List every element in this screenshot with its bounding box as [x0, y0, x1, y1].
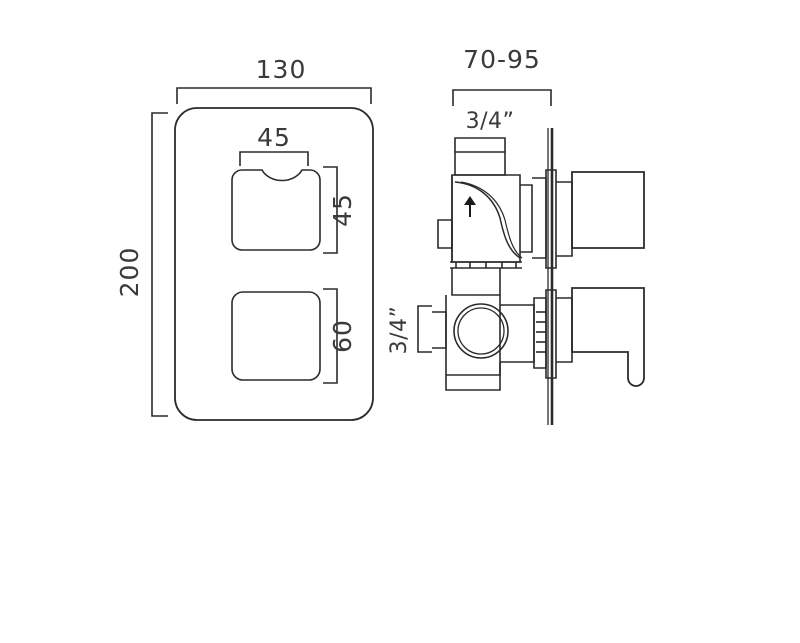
- dimension-bracket-45-height: [323, 166, 338, 254]
- wall-reference-line: [547, 128, 554, 425]
- dimension-bracket-130: [176, 87, 372, 104]
- dimension-label-upper-thread: 3/4”: [466, 109, 515, 134]
- dimension-bracket-70-95: [452, 89, 552, 106]
- flow-direction-arrow: [464, 196, 476, 217]
- dimension-bracket-45-width: [239, 151, 309, 166]
- dimension-bracket-60-height: [323, 288, 338, 384]
- upper-handle-side: [556, 171, 645, 257]
- dimension-bracket-threequarter-lower: [417, 305, 432, 353]
- lower-valve-body: [432, 268, 557, 391]
- dimension-label-plate-height: 200: [115, 247, 144, 298]
- dimension-label-upper-control-width: 45: [257, 123, 291, 152]
- dimension-label-wall-depth: 70-95: [463, 45, 541, 74]
- upper-control-knob-front: [231, 169, 321, 251]
- dimension-bracket-200: [151, 112, 168, 417]
- dimension-bracket-threequarter-upper: [454, 137, 506, 152]
- dimension-label-plate-width: 130: [256, 55, 307, 84]
- dimension-label-upper-control-height: 45: [328, 193, 357, 227]
- dimension-label-lower-control-height: 60: [328, 319, 357, 353]
- lower-control-knob-front: [231, 291, 321, 381]
- dimension-label-lower-thread: 3/4”: [387, 306, 412, 355]
- faceplate-outline: [174, 107, 374, 421]
- lower-handle-side: [556, 287, 645, 387]
- upper-valve-body: [437, 151, 557, 269]
